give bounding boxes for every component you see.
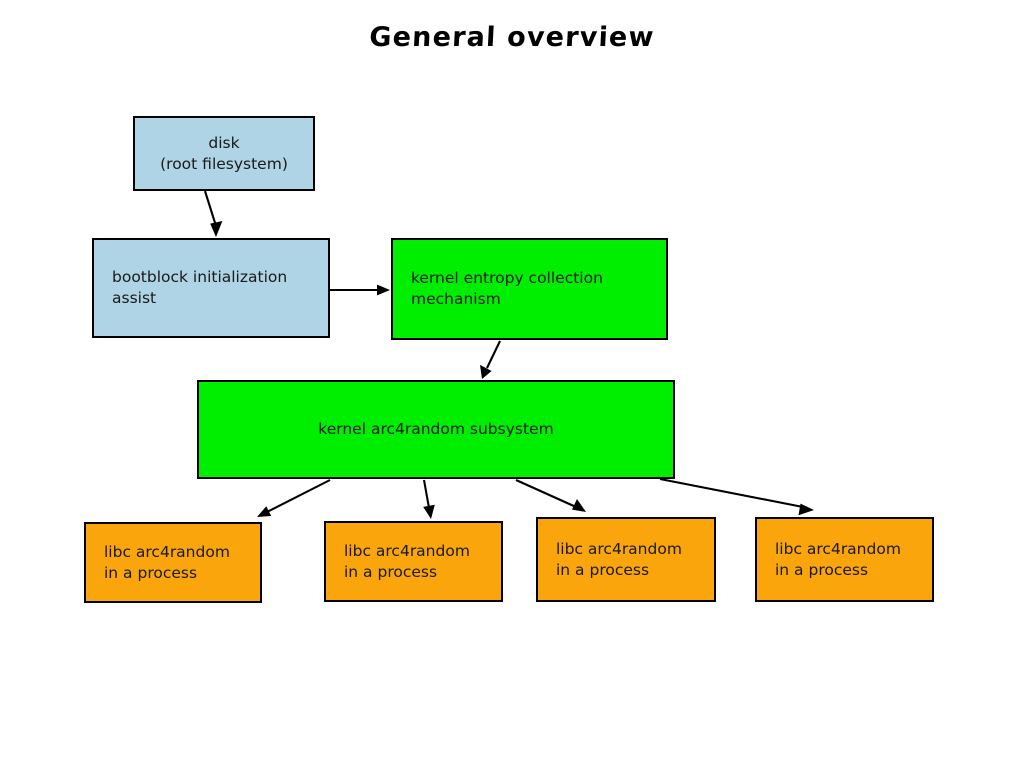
node-libc-2-label: libc arc4random in a process [344,541,470,581]
edge-disk-to-bootblock [203,190,223,237]
node-kernel-entropy-collection-mechanism[interactable]: kernel entropy collection mechanism [391,238,668,340]
node-libc-arc4random-process-2[interactable]: libc arc4random in a process [324,521,503,602]
edge-subsystem-to-libc4 [659,477,814,516]
node-disk[interactable]: disk (root filesystem) [133,116,315,191]
edge-entropy-to-subsystem [480,340,501,379]
node-disk-label: disk (root filesystem) [160,133,288,173]
node-entropy-label: kernel entropy collection mechanism [411,269,603,308]
node-libc-3-label: libc arc4random in a process [556,539,682,579]
edge-subsystem-to-libc1 [257,479,331,517]
node-kernel-arc4random-subsystem[interactable]: kernel arc4random subsystem [197,380,675,479]
node-subsystem-label: kernel arc4random subsystem [318,420,554,439]
diagram-title: General overview [368,22,656,53]
node-libc-arc4random-process-3[interactable]: libc arc4random in a process [536,517,716,602]
edge-bootblock-to-entropy [330,284,390,296]
node-libc-arc4random-process-4[interactable]: libc arc4random in a process [755,517,934,602]
node-bootblock-initialization-assist[interactable]: bootblock initialization assist [92,238,330,338]
edge-subsystem-to-libc2 [422,479,435,519]
node-libc-4-label: libc arc4random in a process [775,539,901,579]
node-libc-1-label: libc arc4random in a process [104,542,230,582]
node-libc-arc4random-process-1[interactable]: libc arc4random in a process [84,522,262,603]
edge-subsystem-to-libc3 [515,479,586,512]
node-bootblock-label: bootblock initialization assist [112,268,288,307]
